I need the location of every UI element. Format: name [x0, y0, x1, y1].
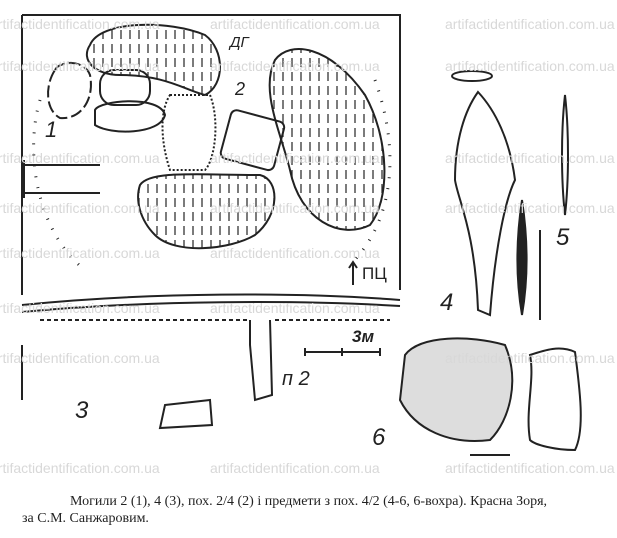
label-5: 5 — [556, 224, 570, 251]
pit-top — [85, 23, 221, 97]
artefact-4-profile — [516, 199, 528, 316]
north-arrow — [348, 260, 358, 285]
label-4: 4 — [440, 289, 454, 316]
plan-frame — [21, 14, 401, 295]
pit-right — [268, 48, 386, 231]
label-dg: ДГ — [230, 34, 249, 51]
figure-caption: Могили 2 (1), 4 (3), пох. 2/4 (2) і пред… — [22, 493, 612, 527]
artefact-6-ochre — [398, 337, 514, 442]
burial-vessel — [99, 69, 151, 106]
label-1: 1 — [45, 117, 58, 142]
archaeological-drawing — [21, 14, 582, 456]
artefact-4-section — [451, 70, 493, 82]
label-2: 2 — [235, 79, 246, 99]
section-pit — [249, 319, 274, 402]
scale-bar — [304, 348, 381, 356]
label-scale: 3м — [352, 327, 375, 346]
label-p2: п 2 — [282, 368, 310, 390]
caption-line-1: Могили 2 (1), 4 (3), пох. 2/4 (2) і пред… — [70, 494, 548, 509]
label-orientation: ПЦ — [362, 264, 387, 283]
label-6: 6 — [372, 424, 386, 451]
artefact-4-blade — [453, 90, 517, 317]
caption-line-2: за С.М. Санжаровим. — [22, 511, 149, 526]
burial-2-grave — [219, 109, 286, 172]
section-ground — [21, 293, 401, 313]
burial-2-pit — [161, 94, 217, 171]
burial-1-outline — [47, 62, 92, 120]
pit-bottom — [137, 173, 276, 250]
artefact-6-side — [527, 347, 582, 452]
label-3: 3 — [75, 397, 89, 424]
plan-section-line — [23, 160, 100, 198]
burial-2-ledge — [94, 100, 167, 133]
artefact-5 — [561, 94, 569, 216]
stone-block — [158, 398, 214, 430]
